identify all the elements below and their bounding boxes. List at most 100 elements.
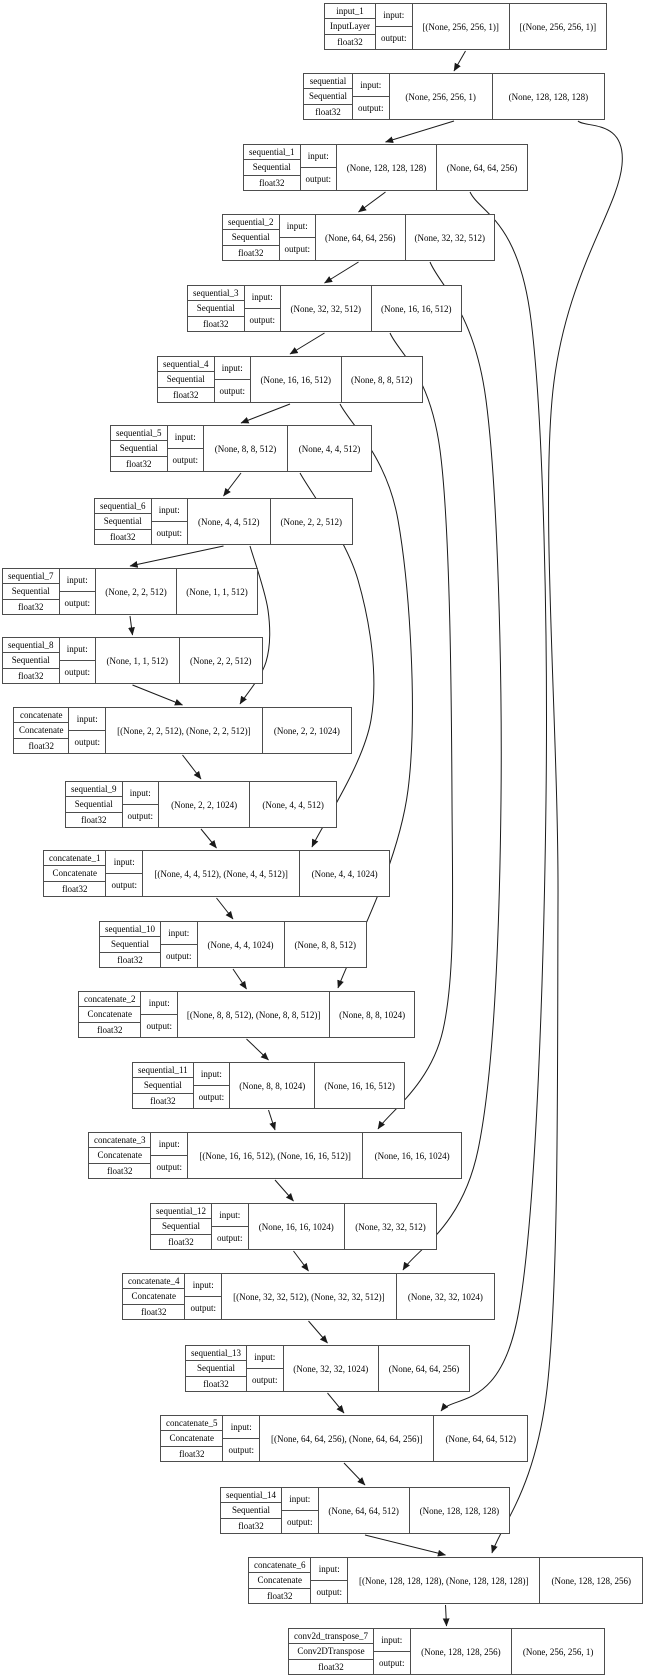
layer-info-column: sequential_4 Sequential float32 bbox=[158, 357, 215, 402]
input-label: input: bbox=[300, 145, 337, 168]
node-sequential_6: sequential_6 Sequential float32 input: o… bbox=[94, 498, 353, 545]
layer-type: Sequential bbox=[223, 230, 279, 246]
layer-name: concatenate_2 bbox=[79, 992, 141, 1008]
layer-info-column: sequential_7 Sequential float32 bbox=[3, 569, 60, 614]
layer-type: Sequential bbox=[151, 1219, 211, 1235]
layer-type: Sequential bbox=[95, 514, 151, 530]
edge-sequential_2-to-sequential_3 bbox=[324, 261, 359, 284]
input-label: input: bbox=[374, 1629, 410, 1652]
input-label: input: bbox=[223, 1416, 259, 1439]
node-concatenate_5: concatenate_5 Concatenate float32 input:… bbox=[160, 1415, 528, 1462]
output-shape: (None, 8, 8, 512) bbox=[351, 374, 413, 385]
io-column: input: output: bbox=[353, 74, 390, 119]
layer-info-column: sequential_1 Sequential float32 bbox=[244, 145, 301, 190]
io-column: input: output: bbox=[282, 1488, 319, 1533]
layer-dtype: float32 bbox=[150, 1095, 176, 1106]
edge-sequential_10-to-concatenate_2 bbox=[232, 968, 247, 990]
node-sequential_1: sequential_1 Sequential float32 input: o… bbox=[243, 144, 528, 191]
output-shape: (None, 16, 16, 1024) bbox=[374, 1150, 450, 1161]
node-sequential_12: sequential_12 Sequential float32 input: … bbox=[150, 1203, 437, 1250]
input-shape: (None, 64, 64, 512) bbox=[319, 1488, 410, 1533]
input-label: input: bbox=[122, 782, 159, 805]
input-label: input: bbox=[141, 992, 177, 1015]
node-concatenate_1: concatenate_1 Concatenate float32 input:… bbox=[43, 850, 390, 897]
layer-dtype: float32 bbox=[18, 601, 44, 612]
input-label: input: bbox=[282, 1488, 318, 1511]
edge-sequential_2-to-concatenate_4 bbox=[402, 261, 502, 1271]
output-label: output: bbox=[252, 1375, 278, 1385]
edge-sequential_3-to-sequential_4 bbox=[289, 332, 325, 355]
input-label: input: bbox=[151, 1133, 187, 1156]
output-label: output: bbox=[379, 1658, 405, 1668]
layer-type: Sequential bbox=[304, 89, 352, 105]
io-column: input: output: bbox=[151, 499, 189, 544]
layer-info-column: sequential_13 Sequential float32 bbox=[186, 1346, 247, 1391]
input-shape: [(None, 256, 256, 1)] bbox=[413, 4, 510, 49]
layer-type: Sequential bbox=[100, 937, 160, 953]
node-sequential_4: sequential_4 Sequential float32 input: o… bbox=[157, 356, 423, 403]
node-concatenate: concatenate Concatenate float32 input: o… bbox=[13, 707, 352, 754]
node-concatenate_4: concatenate_4 Concatenate float32 input:… bbox=[122, 1273, 495, 1320]
node-concatenate_3: concatenate_3 Concatenate float32 input:… bbox=[88, 1132, 462, 1179]
output-shape: (None, 4, 4, 1024) bbox=[311, 868, 378, 879]
input-shape: (None, 4, 4, 1024) bbox=[198, 922, 285, 967]
layer-dtype: float32 bbox=[168, 1236, 194, 1247]
layer-dtype: float32 bbox=[318, 1661, 344, 1672]
layer-name: concatenate_6 bbox=[249, 1558, 311, 1574]
output-label: output: bbox=[172, 455, 199, 465]
layer-name: sequential_4 bbox=[158, 357, 214, 373]
layer-name: sequential_8 bbox=[3, 638, 59, 654]
layer-name: sequential_9 bbox=[66, 782, 122, 798]
output-label: output: bbox=[228, 1445, 254, 1455]
layer-type: InputLayer bbox=[325, 19, 375, 35]
output-shape: (None, 128, 128, 128) bbox=[419, 1505, 500, 1516]
layer-dtype: float32 bbox=[140, 1306, 167, 1317]
edge-sequential-to-concatenate_6 bbox=[491, 120, 623, 1554]
edge-concatenate_2-to-sequential_11 bbox=[246, 1038, 269, 1061]
layer-dtype: float32 bbox=[203, 318, 229, 329]
layer-info-column: conv2d_transpose_7 Conv2DTranspose float… bbox=[289, 1629, 374, 1674]
layer-dtype: float32 bbox=[106, 1165, 133, 1176]
layer-info-column: sequential_2 Sequential float32 bbox=[223, 215, 280, 260]
layer-name: sequential_3 bbox=[188, 286, 244, 302]
output-label: output: bbox=[146, 1021, 172, 1031]
input-label: input: bbox=[167, 426, 204, 449]
output-shape: (None, 32, 32, 512) bbox=[414, 232, 486, 243]
io-column: input: output: bbox=[214, 357, 252, 402]
io-column: input: output: bbox=[167, 426, 205, 471]
node-sequential: sequential Sequential float32 input: out… bbox=[303, 73, 605, 120]
node-sequential_3: sequential_3 Sequential float32 input: o… bbox=[187, 285, 462, 332]
output-shape: (None, 8, 8, 1024) bbox=[339, 1009, 406, 1020]
layer-info-column: sequential_12 Sequential float32 bbox=[151, 1204, 212, 1249]
edge-sequential_9-to-concatenate_1 bbox=[200, 828, 217, 849]
output-shape: (None, 16, 16, 512) bbox=[324, 1080, 395, 1091]
layer-name: sequential bbox=[304, 74, 352, 90]
layer-type: Sequential bbox=[244, 160, 300, 176]
edge-concatenate_1-to-sequential_10 bbox=[216, 897, 234, 920]
output-label: output: bbox=[127, 811, 154, 821]
node-sequential_13: sequential_13 Sequential float32 input: … bbox=[185, 1345, 470, 1392]
io-column: input: output: bbox=[223, 1416, 260, 1461]
input-label: input: bbox=[311, 1558, 347, 1581]
layer-type: Sequential bbox=[221, 1503, 281, 1519]
output-label: output: bbox=[284, 244, 311, 254]
edge-sequential_4-to-sequential_5 bbox=[240, 403, 291, 424]
output-label: output: bbox=[111, 880, 137, 890]
node-sequential_5: sequential_5 Sequential float32 input: o… bbox=[110, 425, 372, 472]
output-label: output: bbox=[219, 386, 246, 396]
io-column: input: output: bbox=[300, 145, 338, 190]
output-label: output: bbox=[64, 598, 91, 608]
layer-name: sequential_13 bbox=[186, 1346, 246, 1362]
layer-name: concatenate_1 bbox=[44, 851, 106, 867]
io-column: input: output: bbox=[69, 708, 106, 753]
io-column: input: output: bbox=[374, 1629, 411, 1674]
layer-dtype: float32 bbox=[81, 814, 107, 825]
layer-dtype: float32 bbox=[96, 1024, 123, 1035]
io-column: input: output: bbox=[151, 1133, 188, 1178]
layer-name: sequential_2 bbox=[223, 215, 279, 231]
output-shape: (None, 256, 256, 1) bbox=[522, 1646, 594, 1657]
edge-sequential_7-to-sequential_8 bbox=[128, 615, 135, 636]
input-label: input: bbox=[247, 1346, 283, 1369]
edge-concatenate_4-to-sequential_13 bbox=[308, 1320, 328, 1344]
